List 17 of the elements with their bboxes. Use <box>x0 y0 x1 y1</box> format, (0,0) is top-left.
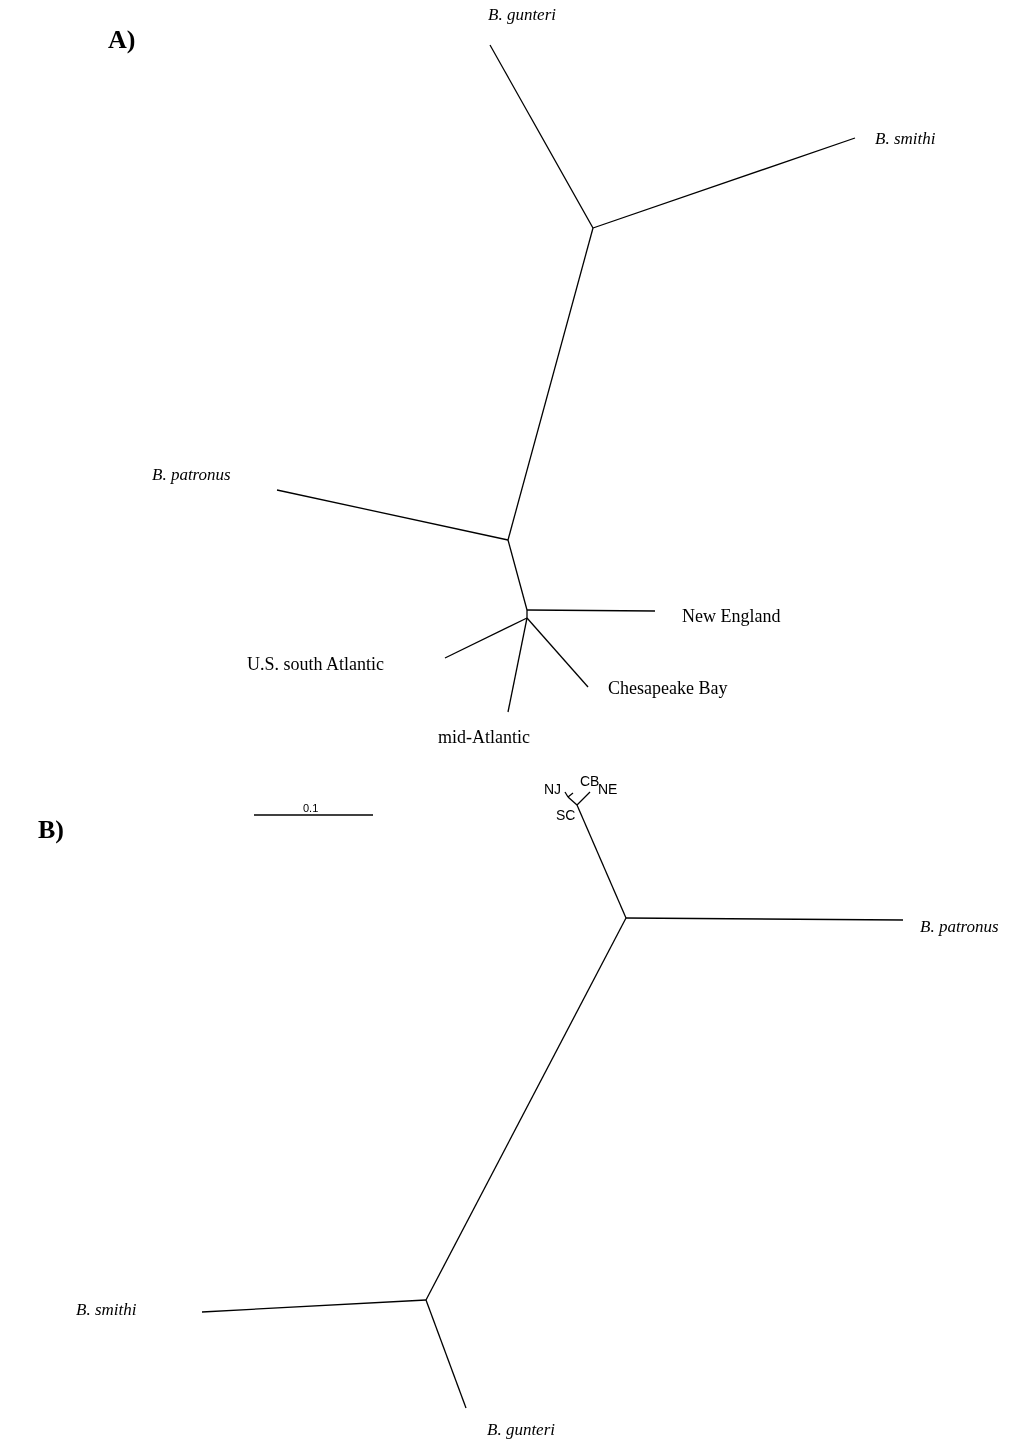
panel-label: B) <box>38 816 64 845</box>
taxon-label: B. patronus <box>152 466 231 485</box>
population-label: U.S. south Atlantic <box>247 655 384 675</box>
population-label: mid-Atlantic <box>438 728 530 748</box>
population-label: SC <box>556 808 576 824</box>
population-label: New England <box>682 607 781 627</box>
population-label: Chesapeake Bay <box>608 679 728 699</box>
taxon-label: B. gunteri <box>488 6 556 25</box>
scale-value: 0.1 <box>303 802 319 815</box>
population-label: NJ <box>544 782 562 798</box>
taxon-label: B. patronus <box>920 918 999 937</box>
taxon-label: B. smithi <box>76 1301 137 1320</box>
population-label: CB <box>580 774 600 789</box>
taxon-label: B. gunteri <box>487 1421 555 1440</box>
population-label: NE <box>598 782 618 798</box>
panel-label: A) <box>108 26 136 55</box>
taxon-label: B. smithi <box>875 130 936 149</box>
